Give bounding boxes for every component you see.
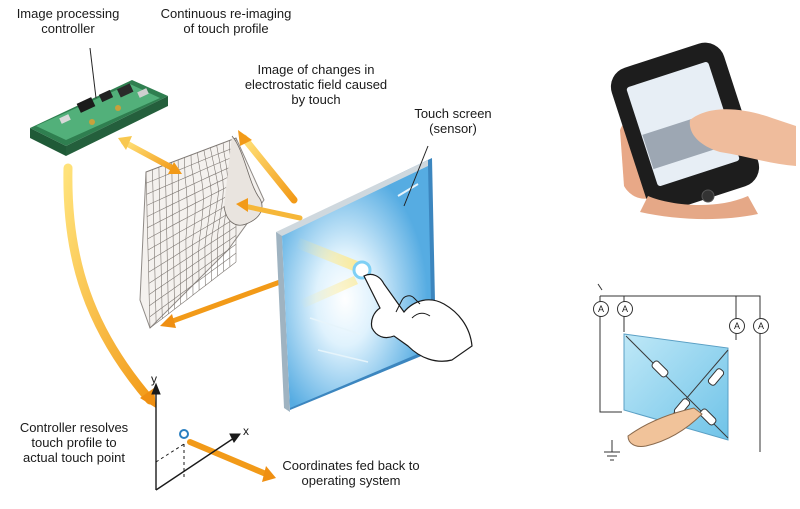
grid-line (148, 208, 237, 262)
smartphone-in-hand-icon (610, 32, 798, 220)
ammeter-icon: A (729, 318, 745, 334)
grid-line (148, 226, 237, 284)
signal-arrows (63, 130, 303, 482)
grid-line (216, 145, 224, 277)
axis-y-label: y (151, 372, 157, 386)
grid-line (149, 244, 237, 306)
grid-line (148, 217, 237, 273)
label-field: Image of changes in electrostatic field … (244, 62, 388, 107)
label-screen: Touch screen (sensor) (414, 106, 492, 136)
distorted-grid-icon (139, 135, 265, 329)
ammeter-icon: A (753, 318, 769, 334)
pointing-hand-icon (363, 273, 473, 362)
ground-icon (604, 440, 620, 461)
resistive-circuit-icon (582, 276, 788, 461)
grid-line (149, 252, 237, 318)
ammeter-icon: A (593, 301, 609, 317)
grid-line (197, 152, 204, 291)
grid-line (210, 147, 220, 281)
label-controller: Image processing controller (16, 6, 120, 36)
label-reimaging: Continuous re-imaging of touch profile (160, 6, 292, 36)
grid-line (203, 150, 212, 286)
grid-line (149, 261, 237, 329)
ammeter-icon: A (617, 301, 633, 317)
controller-board-icon (30, 80, 168, 156)
grid-line (148, 235, 237, 295)
label-resolves: Controller resolves touch profile to act… (19, 420, 129, 465)
axis-x-label: x (243, 424, 249, 438)
label-coords: Coordinates fed back to operating system (282, 458, 420, 488)
coordinate-axes-icon (151, 382, 241, 491)
touch-screen-icon (276, 158, 436, 412)
